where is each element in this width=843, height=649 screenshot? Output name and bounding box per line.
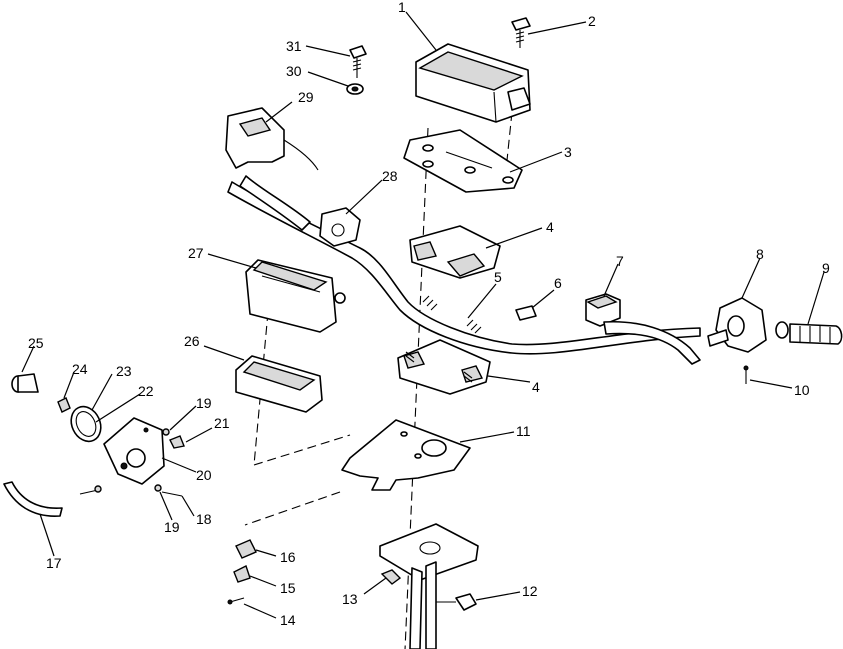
callout-11: 11 xyxy=(516,423,531,439)
washer-30 xyxy=(346,83,364,95)
callout-17: 17 xyxy=(46,555,62,571)
clamp-lower xyxy=(397,339,491,395)
clamp-upper xyxy=(409,225,501,279)
callout-labels: 1 2 3 4 4 5 6 7 8 9 10 11 12 13 14 15 16… xyxy=(28,0,830,628)
handlebar-pad xyxy=(415,43,531,123)
callout-18: 18 xyxy=(196,511,212,527)
callout-13: 13 xyxy=(342,591,358,607)
callout-30: 30 xyxy=(286,63,302,79)
callout-2: 2 xyxy=(588,13,596,29)
nut-13 xyxy=(380,569,402,585)
fasteners-19-21 xyxy=(154,428,185,497)
callout-14: 14 xyxy=(280,612,296,628)
callout-7: 7 xyxy=(616,253,624,269)
leader-lines xyxy=(21,11,825,619)
callout-26: 26 xyxy=(184,333,200,349)
throttle-housing xyxy=(707,297,767,353)
steering-post xyxy=(379,523,479,649)
callout-19b: 19 xyxy=(164,519,180,535)
decal-6 xyxy=(515,305,537,321)
callout-15: 15 xyxy=(280,580,296,596)
bolt-2 xyxy=(511,17,531,48)
indicator-lens xyxy=(11,373,39,393)
callout-21: 21 xyxy=(214,415,230,431)
callout-25: 25 xyxy=(28,335,44,351)
callout-22: 22 xyxy=(138,383,154,399)
clamp-plate-upper xyxy=(403,129,523,193)
brake-lever-assembly xyxy=(585,293,701,365)
speedometer-head xyxy=(103,417,165,485)
callout-4b: 4 xyxy=(532,379,540,395)
callout-12: 12 xyxy=(522,583,538,599)
bulb-24 xyxy=(57,397,71,413)
callout-23: 23 xyxy=(116,363,132,379)
callout-24: 24 xyxy=(72,361,88,377)
callout-3: 3 xyxy=(564,144,572,160)
left-control-housing xyxy=(225,107,361,247)
callout-16: 16 xyxy=(280,549,296,565)
callout-31: 31 xyxy=(286,38,302,54)
callout-27: 27 xyxy=(188,245,204,261)
callout-20: 20 xyxy=(196,467,212,483)
instrument-gasket xyxy=(235,355,323,413)
callout-9: 9 xyxy=(822,260,830,276)
screw-10 xyxy=(743,365,749,384)
instrument-housing xyxy=(245,259,346,333)
clip-12 xyxy=(436,593,477,611)
callout-4a: 4 xyxy=(546,219,554,235)
bolt-31 xyxy=(349,45,367,78)
callout-5: 5 xyxy=(494,269,502,285)
callout-28: 28 xyxy=(382,168,398,184)
callout-8: 8 xyxy=(756,246,764,262)
handlebar-grip xyxy=(775,321,843,345)
callout-29: 29 xyxy=(298,89,314,105)
callout-6: 6 xyxy=(554,275,562,291)
speedometer-cable xyxy=(3,481,102,517)
mounting-plate xyxy=(341,419,471,491)
callout-10: 10 xyxy=(794,382,810,398)
callout-19a: 19 xyxy=(196,395,212,411)
callout-1: 1 xyxy=(398,0,406,15)
bezel-ring xyxy=(70,405,102,443)
small-parts-stack xyxy=(227,539,257,605)
